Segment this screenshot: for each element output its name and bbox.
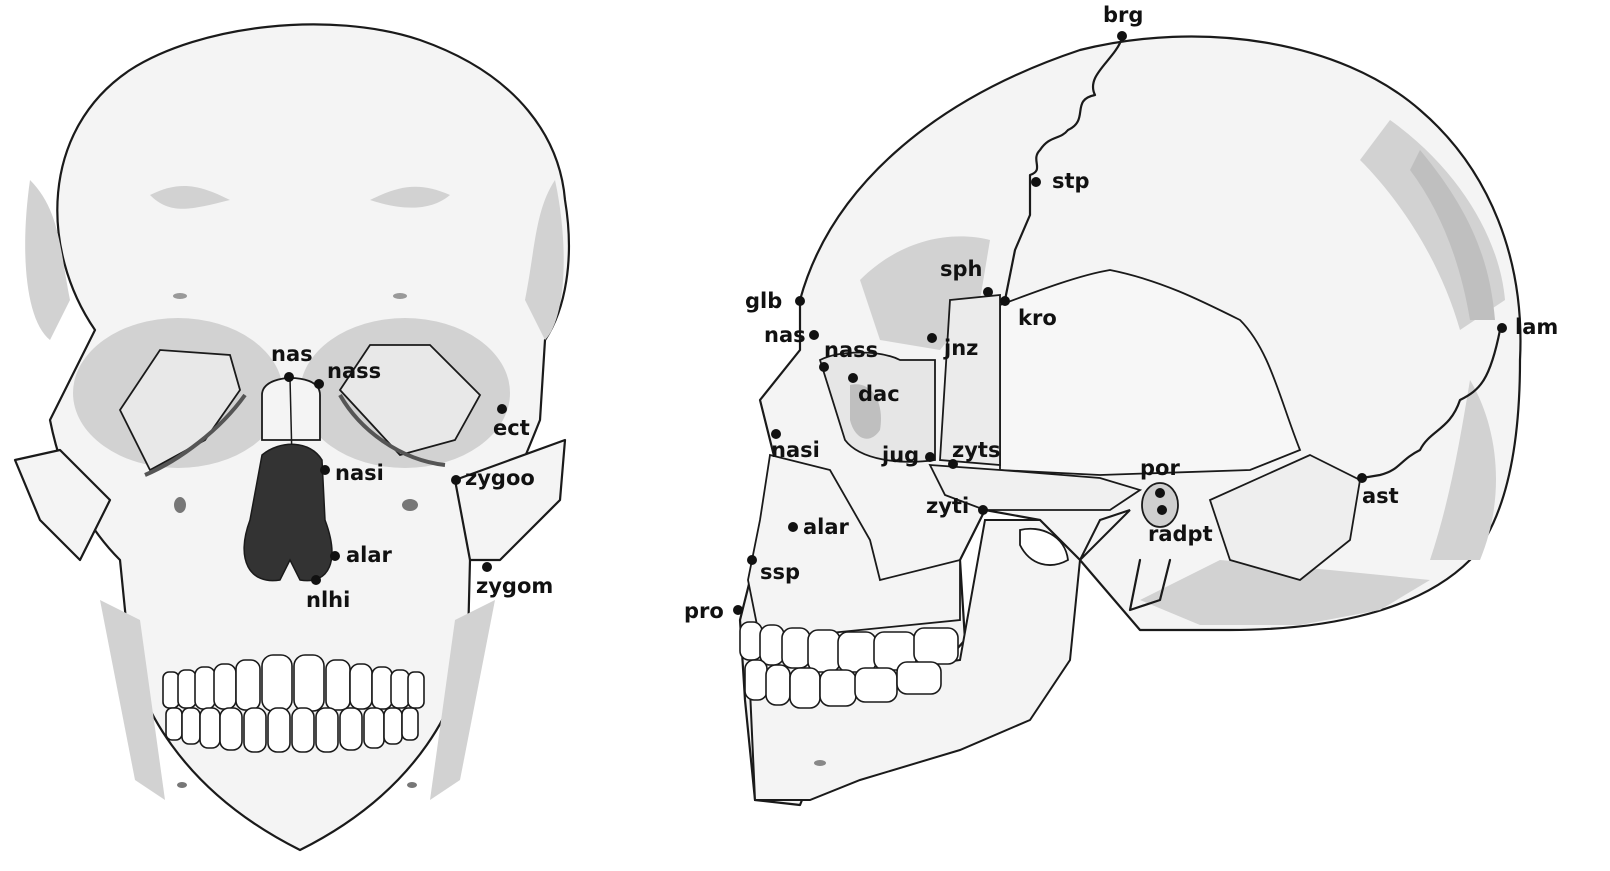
landmark-dot xyxy=(1031,177,1041,187)
landmark-label: glb xyxy=(745,289,782,313)
landmark-dot xyxy=(927,333,937,343)
landmark-label: nas xyxy=(271,342,313,366)
landmark-lateral-glb: glb xyxy=(745,289,805,313)
landmark-label: nass xyxy=(824,338,878,362)
landmark-dot xyxy=(311,575,321,585)
landmark-dot xyxy=(788,522,798,532)
landmark-label: radpt xyxy=(1148,522,1213,546)
landmark-lateral-brg: brg xyxy=(1103,3,1143,41)
landmark-dot xyxy=(1155,488,1165,498)
lateral-skull-illustration xyxy=(740,37,1520,806)
landmark-dot xyxy=(320,465,330,475)
landmark-frontal-zygom: zygom xyxy=(476,562,553,598)
landmark-dot xyxy=(1357,473,1367,483)
landmark-dot xyxy=(314,379,324,389)
landmark-label: kro xyxy=(1018,306,1057,330)
landmark-label: zyti xyxy=(926,494,969,518)
landmark-dot xyxy=(809,330,819,340)
landmark-label: jug xyxy=(881,443,919,467)
landmark-dot xyxy=(1117,31,1127,41)
landmark-dot xyxy=(284,372,294,382)
landmark-label: brg xyxy=(1103,3,1143,27)
landmark-label: dac xyxy=(858,382,900,406)
landmark-dot xyxy=(1497,323,1507,333)
landmark-label: stp xyxy=(1052,169,1090,193)
landmark-label: zyts xyxy=(952,438,1000,462)
landmark-dot xyxy=(497,404,507,414)
landmark-dot xyxy=(482,562,492,572)
landmark-dot xyxy=(451,475,461,485)
landmark-label: nass xyxy=(327,359,381,383)
landmark-label: zygom xyxy=(476,574,553,598)
landmark-dot xyxy=(330,551,340,561)
landmark-dot xyxy=(733,605,743,615)
landmark-label: nasi xyxy=(335,461,384,485)
landmark-dot xyxy=(978,505,988,515)
landmark-label: nasi xyxy=(771,438,820,462)
landmark-label: ast xyxy=(1362,484,1399,508)
landmark-label: ssp xyxy=(760,560,800,584)
landmark-label: por xyxy=(1140,456,1180,480)
landmark-label: nlhi xyxy=(306,588,350,612)
landmark-lateral-pro: pro xyxy=(684,599,743,623)
landmark-dot xyxy=(848,373,858,383)
landmark-label: lam xyxy=(1515,315,1558,339)
landmark-dot xyxy=(983,287,993,297)
landmark-label: pro xyxy=(684,599,724,623)
landmark-label: zygoo xyxy=(465,466,535,490)
landmark-dot xyxy=(1157,505,1167,515)
landmark-label: nas xyxy=(764,323,806,347)
landmark-label: ect xyxy=(493,416,530,440)
landmark-label: alar xyxy=(346,543,393,567)
frontal-lower-teeth xyxy=(166,708,418,752)
landmark-dot xyxy=(1000,296,1010,306)
landmark-label: sph xyxy=(940,257,982,281)
landmark-dot xyxy=(925,452,935,462)
landmark-dot xyxy=(747,555,757,565)
landmark-label: alar xyxy=(803,515,850,539)
frontal-skull-illustration xyxy=(15,24,569,850)
landmark-label: jnz xyxy=(943,336,978,360)
landmark-dot xyxy=(795,296,805,306)
landmark-dot xyxy=(819,362,829,372)
